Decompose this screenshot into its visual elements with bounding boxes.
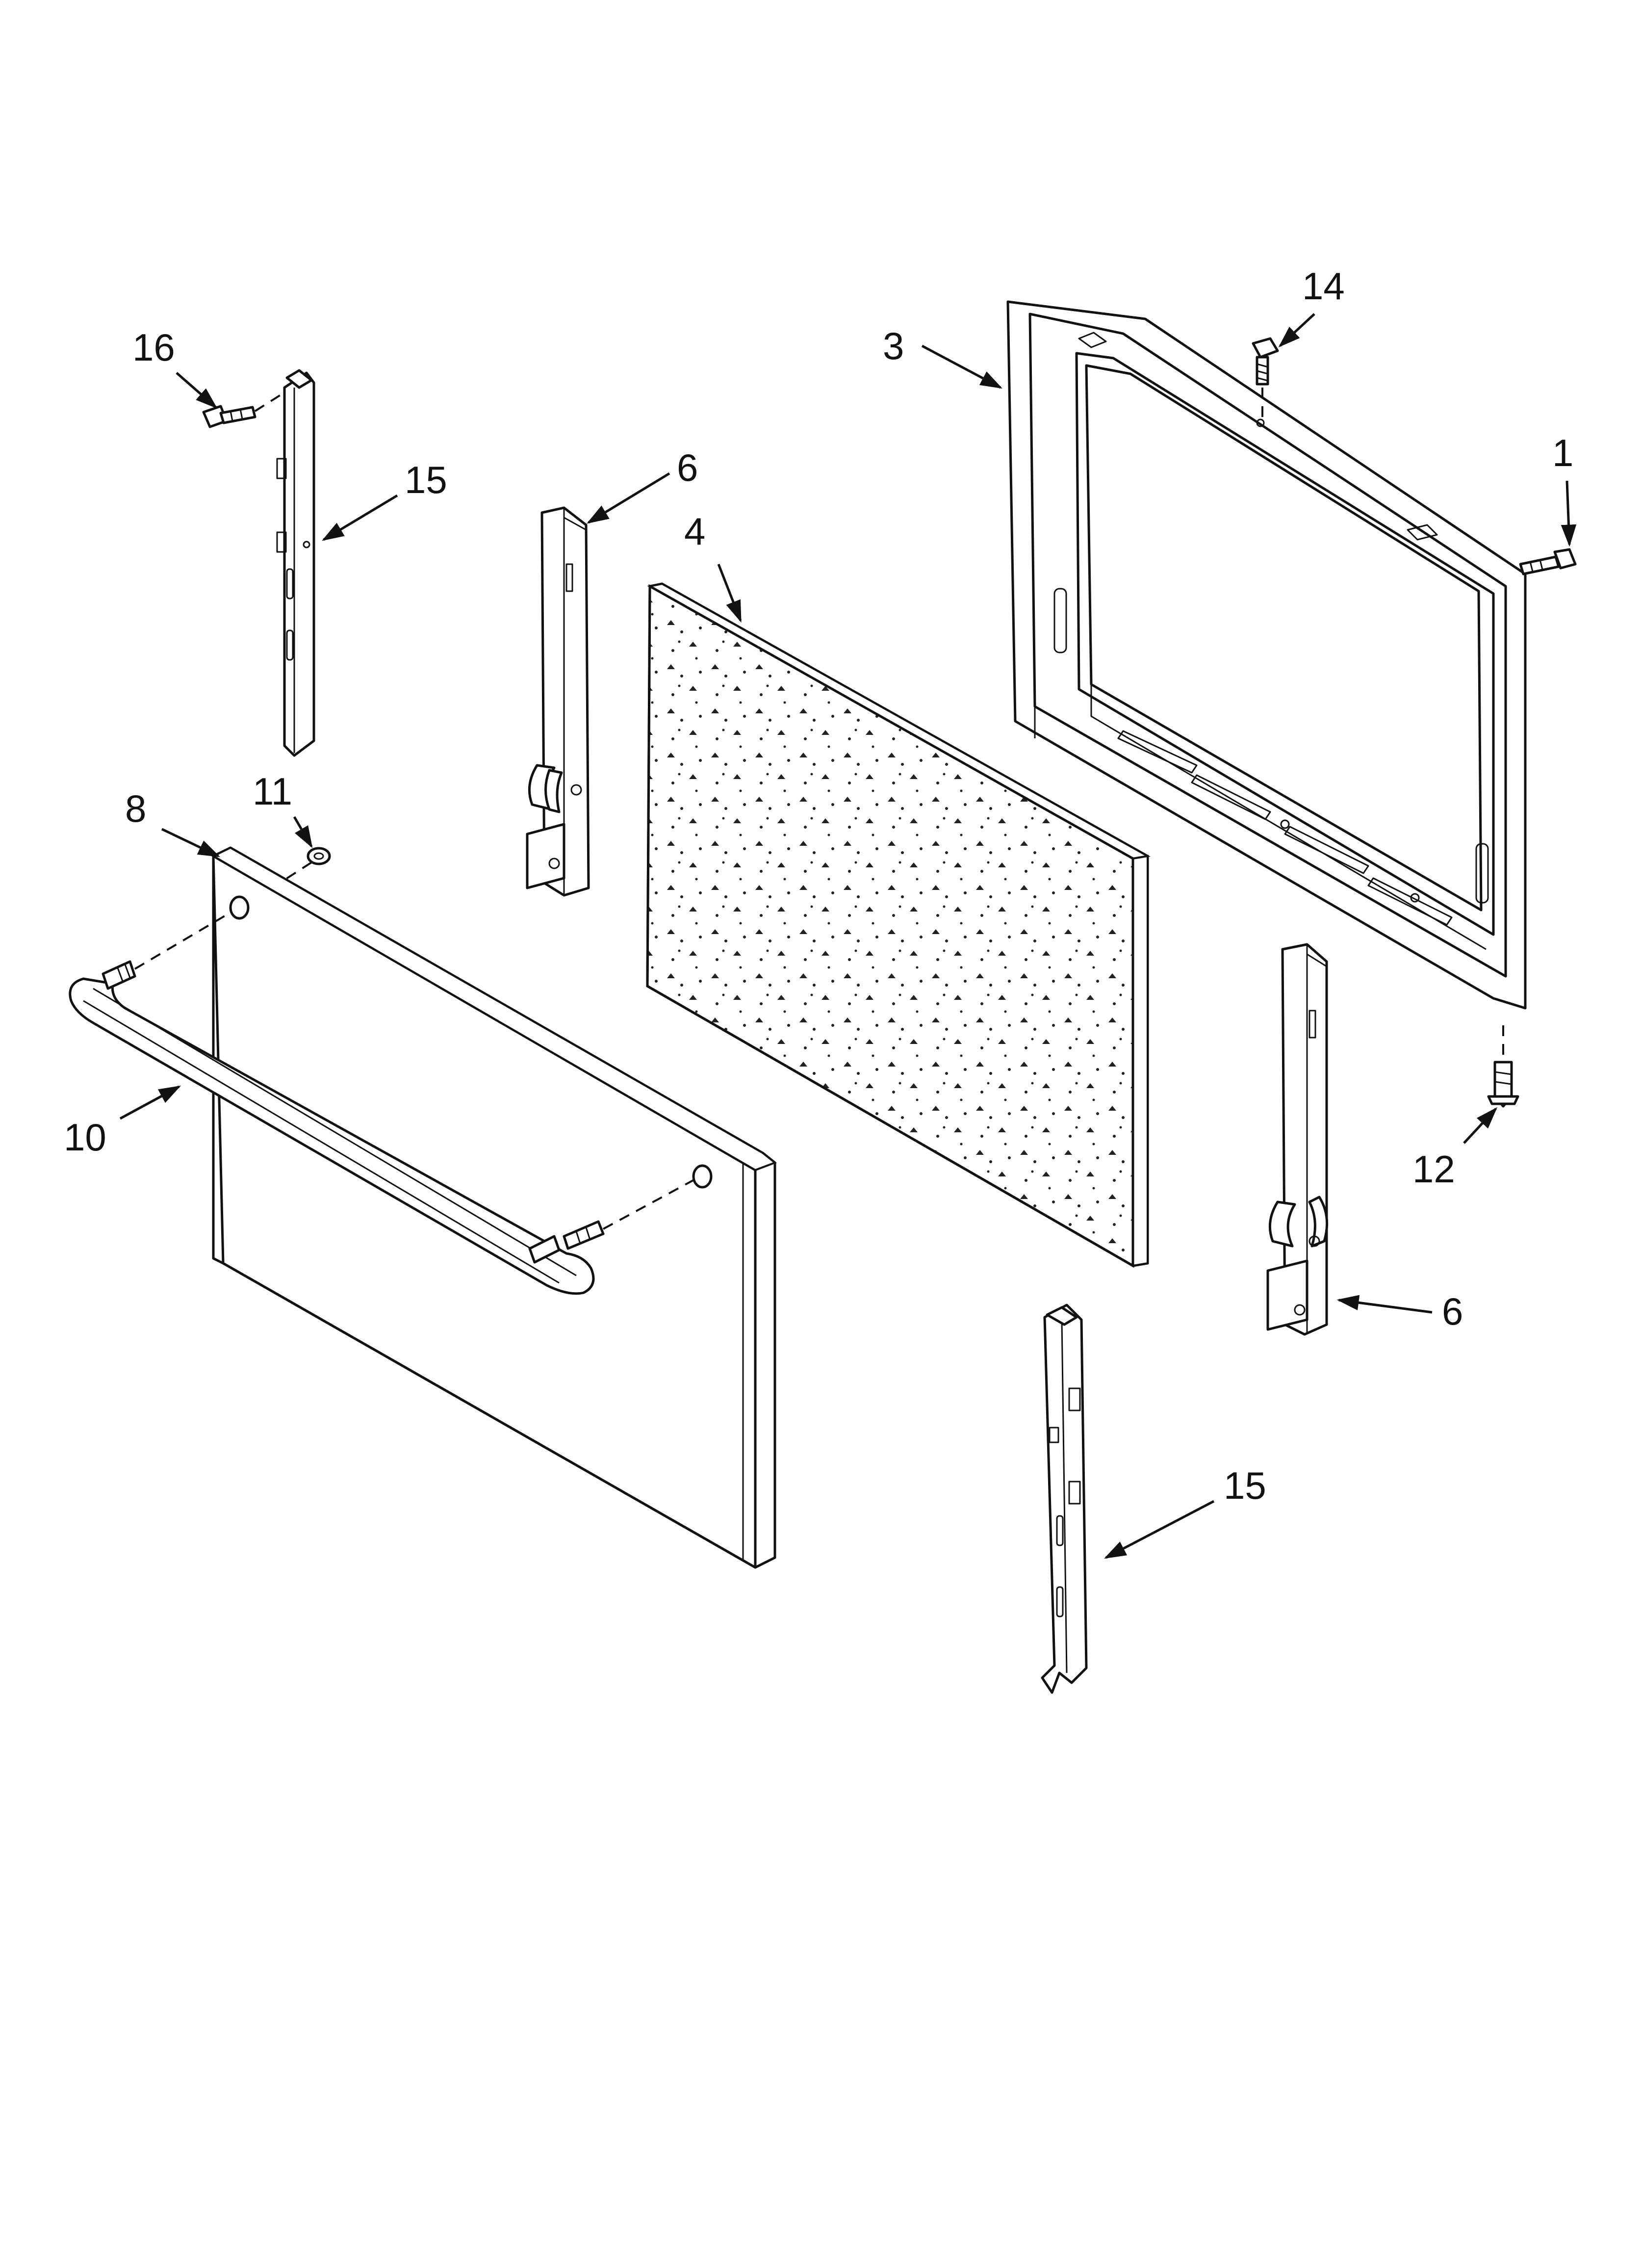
callout-11-label: 11 [253, 770, 292, 813]
hinge-6-right [1266, 943, 1329, 1336]
callout-1-label: 1 [1552, 431, 1573, 474]
callout-10-label: 10 [64, 1116, 106, 1159]
callout-8: 8 [125, 787, 221, 858]
callout-16-label: 16 [132, 326, 175, 369]
door-frame-part [1006, 300, 1527, 1010]
screw-1 [1519, 548, 1577, 575]
insulation-panel-part [646, 582, 1151, 1268]
washer-11 [279, 847, 331, 884]
callout-6-right-label: 6 [1442, 1290, 1463, 1333]
callout-16: 16 [132, 326, 218, 409]
callout-6-right: 6 [1336, 1290, 1463, 1333]
screw-12 [1487, 1025, 1519, 1108]
callout-4: 4 [684, 510, 742, 623]
callout-15-lower: 15 [1104, 1464, 1266, 1559]
callout-3: 3 [883, 324, 1002, 389]
callout-15-lower-label: 15 [1224, 1464, 1266, 1507]
callout-15-upper: 15 [322, 458, 447, 541]
channel-15-upper [276, 369, 315, 757]
callout-15-upper-label: 15 [405, 458, 447, 501]
callout-14-label: 14 [1302, 264, 1345, 308]
callout-10: 10 [64, 1085, 181, 1159]
screw-16 [202, 391, 285, 428]
door-handle-part [69, 912, 694, 1295]
callout-11: 11 [253, 770, 313, 848]
screw-14 [1252, 337, 1279, 422]
callout-6-left: 6 [587, 446, 698, 524]
door-panel-part [211, 846, 777, 1569]
callout-12-label: 12 [1412, 1147, 1455, 1191]
hinge-6-left [526, 506, 590, 897]
callout-14: 14 [1278, 264, 1345, 348]
callout-8-label: 8 [125, 787, 146, 830]
callout-1: 1 [1552, 431, 1577, 547]
callout-4-label: 4 [684, 510, 705, 553]
callout-6-left-label: 6 [677, 446, 698, 489]
callout-12: 12 [1412, 1107, 1498, 1191]
channel-15-lower [1041, 1303, 1088, 1694]
callout-3-label: 3 [883, 324, 904, 367]
